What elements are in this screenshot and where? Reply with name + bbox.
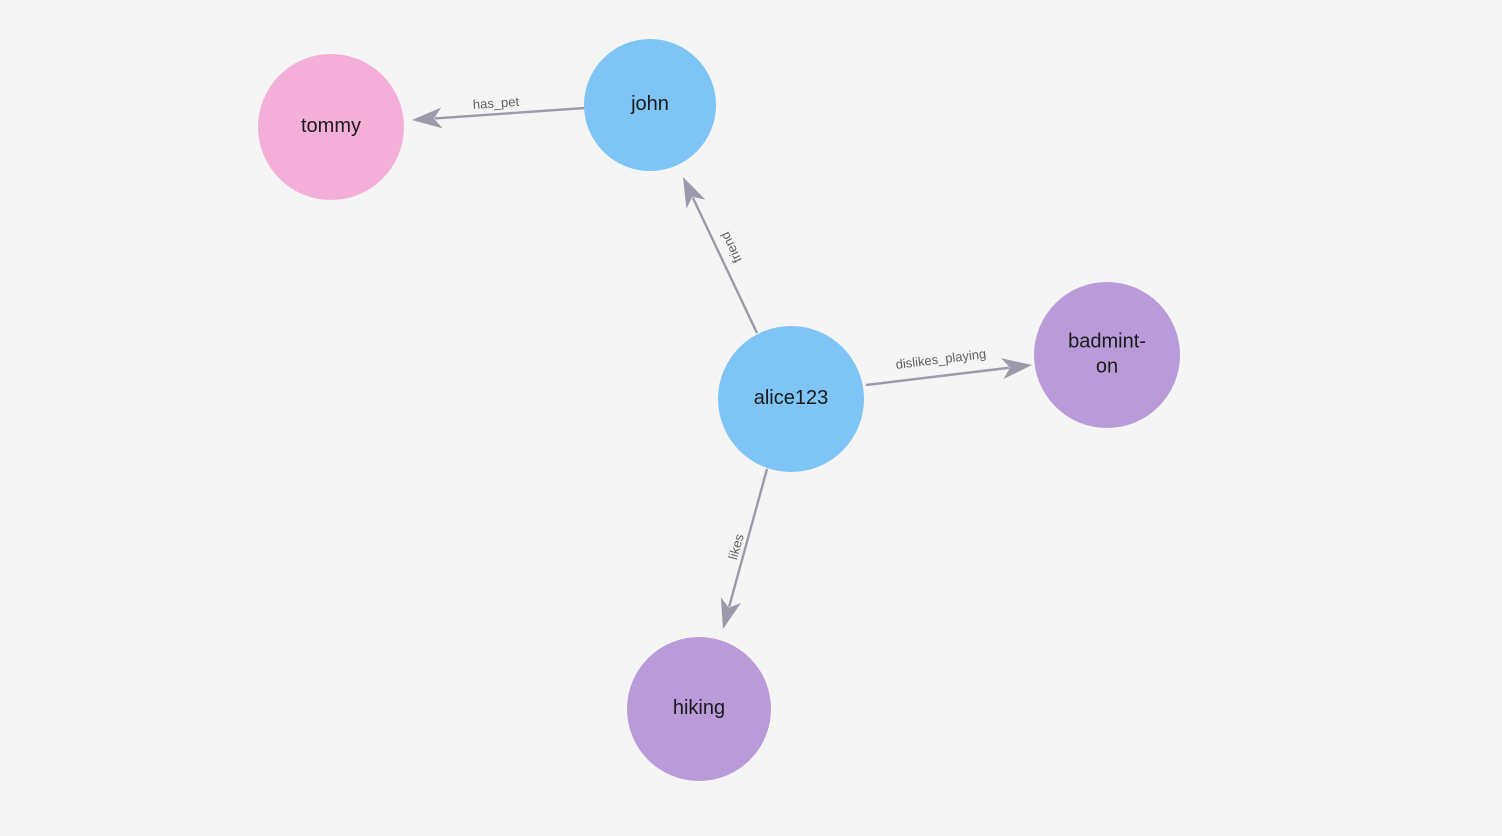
- graph-node-badminton[interactable]: badmint-on: [1034, 282, 1180, 428]
- graph-edge[interactable]: [412, 106, 586, 129]
- edge-arrowhead: [720, 597, 742, 629]
- graph-node-john[interactable]: john: [584, 39, 716, 171]
- nodes-layer: tommy john alice123 badmint-on hiking: [258, 39, 1180, 781]
- graph-node-alice123[interactable]: alice123: [718, 326, 864, 472]
- graph-node-tommy[interactable]: tommy: [258, 54, 404, 200]
- graph-edge[interactable]: [720, 468, 769, 629]
- edge-line: [691, 197, 759, 334]
- node-circle[interactable]: [258, 54, 404, 200]
- edge-arrowhead: [1000, 358, 1032, 380]
- edge-line: [727, 468, 769, 608]
- graph-edge[interactable]: [865, 358, 1032, 387]
- edge-arrowhead: [412, 107, 443, 129]
- edge-line: [434, 106, 586, 120]
- graph-edge[interactable]: [683, 177, 759, 334]
- node-circle[interactable]: [627, 637, 771, 781]
- edge-arrowhead: [683, 177, 706, 209]
- edge-line: [865, 366, 1010, 387]
- edges-layer: [412, 106, 1032, 629]
- graph-node-hiking[interactable]: hiking: [627, 637, 771, 781]
- node-circle[interactable]: [1034, 282, 1180, 428]
- edge-label: dislikes_playing: [895, 346, 987, 372]
- node-circle[interactable]: [584, 39, 716, 171]
- node-circle[interactable]: [718, 326, 864, 472]
- edge-label: has_pet: [472, 94, 520, 112]
